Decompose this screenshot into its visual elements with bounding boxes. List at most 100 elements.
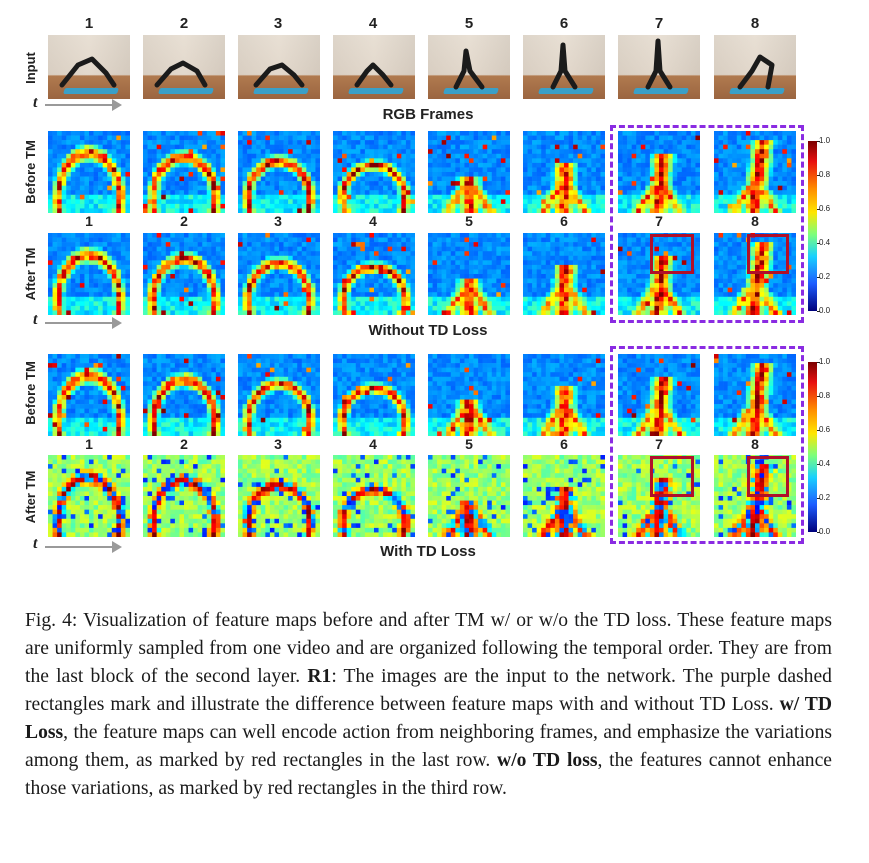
heat-cell bbox=[351, 274, 357, 279]
heat-cell bbox=[170, 131, 176, 136]
heat-cell bbox=[527, 246, 533, 252]
heat-cell bbox=[116, 255, 122, 261]
heat-cell bbox=[120, 176, 126, 182]
heat-cell bbox=[93, 172, 99, 177]
heat-cell bbox=[360, 283, 366, 288]
heat-cell bbox=[242, 208, 248, 213]
heat-cell bbox=[260, 260, 266, 266]
heat-cell bbox=[482, 287, 488, 293]
heat-cell bbox=[288, 172, 293, 177]
heat-cell bbox=[401, 264, 407, 270]
heat-cell bbox=[500, 208, 506, 213]
heat-cell bbox=[396, 260, 402, 266]
heat-cell bbox=[636, 162, 642, 168]
heat-cell bbox=[70, 260, 76, 266]
heat-cell bbox=[156, 194, 162, 200]
heat-cell bbox=[66, 260, 72, 266]
heat-cell bbox=[342, 153, 347, 159]
heat-cell bbox=[70, 172, 76, 177]
heat-cell bbox=[441, 176, 447, 182]
heat-cell bbox=[364, 237, 370, 243]
heat-cell bbox=[206, 135, 212, 141]
feature-map bbox=[238, 233, 320, 315]
heat-cell bbox=[220, 162, 225, 168]
heat-cell bbox=[333, 194, 338, 200]
heat-cell bbox=[301, 149, 307, 155]
heat-cell bbox=[174, 260, 180, 266]
heat-cell bbox=[782, 158, 788, 164]
heat-cell bbox=[482, 140, 488, 145]
heat-cell bbox=[645, 140, 651, 145]
heat-cell bbox=[57, 185, 62, 191]
heat-cell bbox=[654, 153, 660, 159]
heat-cell bbox=[165, 131, 171, 136]
heat-cell bbox=[156, 310, 162, 315]
heat-cell bbox=[405, 181, 411, 186]
heat-cell bbox=[351, 194, 357, 200]
heat-cell bbox=[677, 208, 683, 213]
heat-cell bbox=[369, 149, 375, 155]
heat-cell bbox=[455, 162, 461, 168]
heat-cell bbox=[654, 176, 660, 182]
heat-cell bbox=[401, 199, 407, 205]
heat-cell bbox=[279, 185, 284, 191]
heat-cell bbox=[690, 158, 696, 164]
heat-cell bbox=[541, 203, 547, 209]
feature-map bbox=[523, 233, 605, 315]
heat-cell bbox=[618, 194, 623, 200]
heat-cell bbox=[197, 135, 203, 141]
heat-cell bbox=[500, 149, 506, 155]
heat-cell bbox=[93, 162, 99, 168]
heat-cell bbox=[455, 255, 461, 261]
heat-cell bbox=[215, 233, 221, 238]
heat-cell bbox=[564, 162, 569, 168]
heat-cell bbox=[582, 278, 588, 284]
heat-cell bbox=[170, 278, 176, 284]
heat-cell bbox=[741, 149, 747, 155]
heat-cell bbox=[764, 135, 769, 141]
heat-cell bbox=[473, 190, 479, 196]
heat-cell bbox=[364, 264, 370, 270]
heat-cell bbox=[70, 264, 76, 270]
heat-cell bbox=[636, 274, 642, 279]
heat-cell bbox=[459, 255, 465, 261]
heat-cell bbox=[75, 144, 81, 150]
heat-cell bbox=[333, 251, 338, 257]
heat-cell bbox=[184, 194, 189, 200]
heat-cell bbox=[251, 246, 257, 252]
heat-cell bbox=[197, 131, 203, 136]
heat-cell bbox=[622, 296, 628, 302]
heat-cell bbox=[251, 135, 257, 141]
heat-cell bbox=[98, 158, 103, 164]
heat-cell bbox=[786, 144, 792, 150]
heat-cell bbox=[310, 185, 316, 191]
heat-cell bbox=[306, 233, 312, 238]
heat-cell bbox=[550, 255, 556, 261]
heat-cell bbox=[582, 242, 588, 247]
heat-cell bbox=[369, 287, 375, 293]
heat-cell bbox=[288, 203, 293, 209]
heat-cell bbox=[695, 242, 700, 247]
heat-cell bbox=[288, 194, 293, 200]
heat-cell bbox=[333, 172, 338, 177]
heat-cell bbox=[383, 203, 388, 209]
heat-cell bbox=[622, 176, 628, 182]
heat-cell bbox=[360, 274, 366, 279]
heat-cell bbox=[143, 292, 148, 298]
heat-cell bbox=[622, 131, 628, 136]
heat-cell bbox=[206, 296, 212, 302]
heat-cell bbox=[260, 242, 266, 247]
heat-cell bbox=[755, 181, 760, 186]
heat-cell bbox=[84, 242, 90, 247]
heat-cell bbox=[297, 167, 303, 173]
heat-cell bbox=[668, 255, 673, 261]
heat-cell bbox=[573, 208, 578, 213]
heat-cell bbox=[93, 144, 99, 150]
heat-cell bbox=[523, 296, 528, 302]
heat-cell bbox=[337, 310, 343, 315]
heat-cell bbox=[188, 287, 194, 293]
heat-cell bbox=[206, 172, 212, 177]
heat-cell bbox=[645, 185, 651, 191]
heat-cell bbox=[260, 153, 266, 159]
heat-cell bbox=[469, 233, 474, 238]
